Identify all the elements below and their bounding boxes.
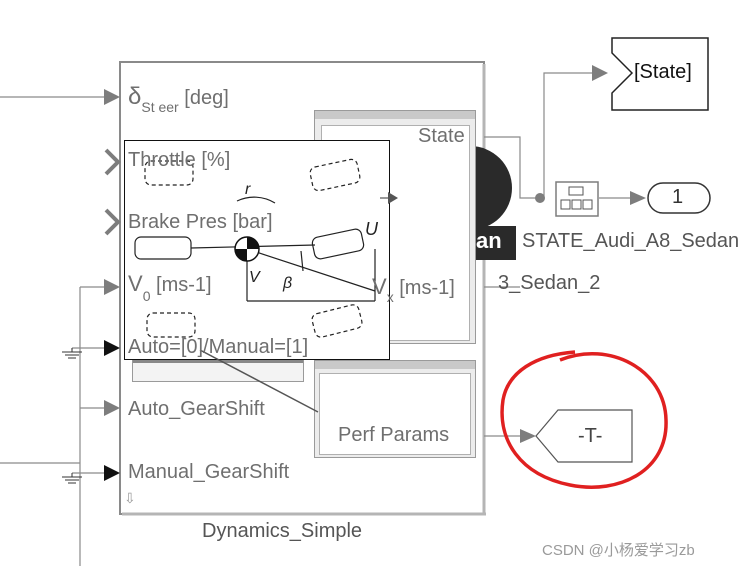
vehicle-dynamics-figure: r U V β	[124, 140, 390, 360]
input-port-steer-sub: St eer	[141, 99, 179, 115]
goto-state-label: [State]	[634, 61, 692, 83]
figure-label-u: U	[365, 219, 378, 239]
input-port-steer-label: δ	[128, 83, 142, 110]
output-port-vx: Vx [ms-1]	[372, 274, 455, 305]
output-port-state: State	[418, 125, 465, 147]
input-port-steer: δSt eer [deg]	[128, 83, 229, 115]
input-port-v0: V0 [ms-1]	[128, 271, 212, 304]
ground-icon	[62, 473, 82, 484]
figure-label-beta: β	[283, 275, 293, 292]
input-port-v0-label: V	[128, 271, 143, 296]
output-port-vx-sub: x	[386, 289, 394, 305]
bus-selector-block[interactable]	[555, 181, 599, 217]
figure-label-r: r	[245, 181, 251, 198]
model-preview-thumbnail	[314, 360, 476, 458]
outport-block[interactable]	[647, 182, 711, 214]
outport-number: 1	[672, 186, 684, 208]
output-signal-name: STATE_Audi_A8_Sedan	[522, 230, 740, 252]
output-signal-name-2: 3_Sedan_2	[498, 272, 601, 294]
input-port-v0-unit: [ms-1]	[156, 274, 212, 296]
output-port-perf-params: Perf Params	[338, 424, 450, 446]
input-port-arrows	[104, 89, 121, 481]
watermark: CSDN @小杨爱学习zb	[542, 542, 695, 559]
block-name[interactable]: Dynamics_Simple	[202, 520, 363, 542]
output-port-vx-label: V	[372, 274, 387, 299]
input-port-steer-unit: [deg]	[184, 87, 229, 109]
goto-t-block[interactable]	[535, 409, 633, 463]
output-port-vx-unit: [ms-1]	[399, 277, 455, 299]
vehicle-sketch-icon	[134, 158, 376, 338]
input-port-auto-gearshift: Auto_GearShift	[128, 398, 265, 420]
logo-text: an	[476, 228, 502, 253]
red-annotation-circle	[500, 350, 668, 489]
input-port-brake: Brake Pres [bar]	[128, 211, 273, 233]
figure-label-v: V	[249, 269, 260, 286]
goto-state-block[interactable]	[611, 37, 709, 111]
output-signal-lines	[484, 72, 630, 437]
input-signal-lines	[0, 96, 104, 566]
input-port-manual-gearshift: Manual_GearShift	[128, 461, 290, 483]
goto-t-label: -T-	[578, 425, 603, 447]
input-port-v0-sub: 0	[142, 288, 151, 304]
ground-icon	[62, 348, 82, 359]
expand-arrow-icon[interactable]: ⇩	[124, 490, 136, 506]
input-port-throttle: Throttle [%]	[128, 149, 231, 171]
input-port-auto-manual: Auto=[0]/Manual=[1]	[128, 336, 309, 358]
